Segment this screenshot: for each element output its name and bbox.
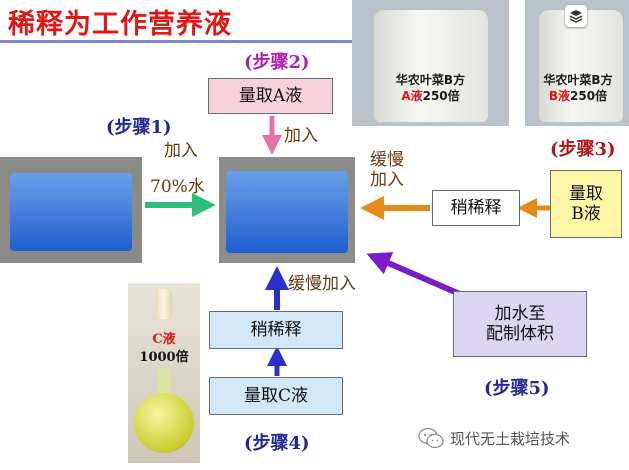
flask-c-rest: 1000倍 xyxy=(139,349,189,365)
jug-b-photo: 华农叶菜B方 B液250倍 xyxy=(525,0,629,126)
jug-a-photo: 华农叶菜B方 A液250倍 xyxy=(352,0,509,126)
jug-b-line1: 华农叶菜B方 xyxy=(543,73,613,87)
watermark-text: 现代无土栽培技术 xyxy=(450,429,571,448)
step-4-label: (步骤4) xyxy=(244,433,310,454)
add-water-arrow xyxy=(366,252,464,298)
watermark: 现代无土栽培技术 xyxy=(418,427,570,449)
step-2-label: (步骤2) xyxy=(244,52,310,73)
slow-add-b-label: 缓慢 加入 xyxy=(370,150,404,191)
title-underline xyxy=(0,40,352,43)
left-tub-photo xyxy=(0,157,142,263)
left-tub xyxy=(10,173,132,251)
add-water-box: 加水至 配制体积 xyxy=(453,291,587,357)
add-label-step1: 加入 xyxy=(164,141,198,161)
measure-a-box: 量取A液 xyxy=(208,78,333,114)
step-1-label: (步骤1) xyxy=(106,117,172,138)
slow-add-b-line1: 缓慢 xyxy=(370,150,404,170)
add-a-label: 加入 xyxy=(284,126,318,146)
center-tub-photo xyxy=(219,157,355,263)
slow-add-b-line2: 加入 xyxy=(370,170,404,191)
add-water-line1: 加水至 xyxy=(494,303,546,324)
step-5-label: (步骤5) xyxy=(484,378,550,399)
slow-add-c-label: 缓慢加入 xyxy=(288,274,356,294)
dilute-b-box: 稍稀释 xyxy=(432,190,520,226)
flask-stopper xyxy=(156,289,172,319)
flask-c-highlight: C液 xyxy=(152,332,176,347)
flask-body xyxy=(134,393,194,453)
jug-a xyxy=(374,10,488,122)
wechat-icon xyxy=(418,427,444,449)
measure-c-box: 量取C液 xyxy=(209,377,343,415)
layers-button[interactable] xyxy=(565,5,587,27)
jug-b-label: 华农叶菜B方 B液250倍 xyxy=(529,72,627,104)
jug-a-highlight: A液 xyxy=(401,89,423,104)
center-tub xyxy=(226,171,348,253)
page-title: 稀释为工作营养液 xyxy=(8,9,232,40)
measure-b-line2: B液 xyxy=(571,204,601,224)
measure-b-box: 量取 B液 xyxy=(550,170,622,238)
flask-neck xyxy=(158,369,170,399)
jug-b-rest: 250倍 xyxy=(570,89,608,104)
step-3-label: (步骤3) xyxy=(550,139,616,160)
measure-b-line1: 量取 xyxy=(569,183,603,204)
add-water-line2: 配制体积 xyxy=(486,324,554,344)
dilute-c-box: 稍稀释 xyxy=(209,311,343,349)
jug-a-rest: 250倍 xyxy=(422,89,460,104)
jug-b-highlight: B液 xyxy=(548,89,571,104)
jug-a-line1: 华农叶菜B方 xyxy=(395,73,466,87)
flask-c-photo: C液 1000倍 xyxy=(128,283,200,463)
flask-c-label: C液 1000倍 xyxy=(130,331,198,366)
layers-icon xyxy=(569,10,583,23)
jug-b xyxy=(539,10,623,122)
jug-a-label: 华农叶菜B方 A液250倍 xyxy=(362,72,499,104)
water-70-label: 70%水 xyxy=(150,177,205,197)
